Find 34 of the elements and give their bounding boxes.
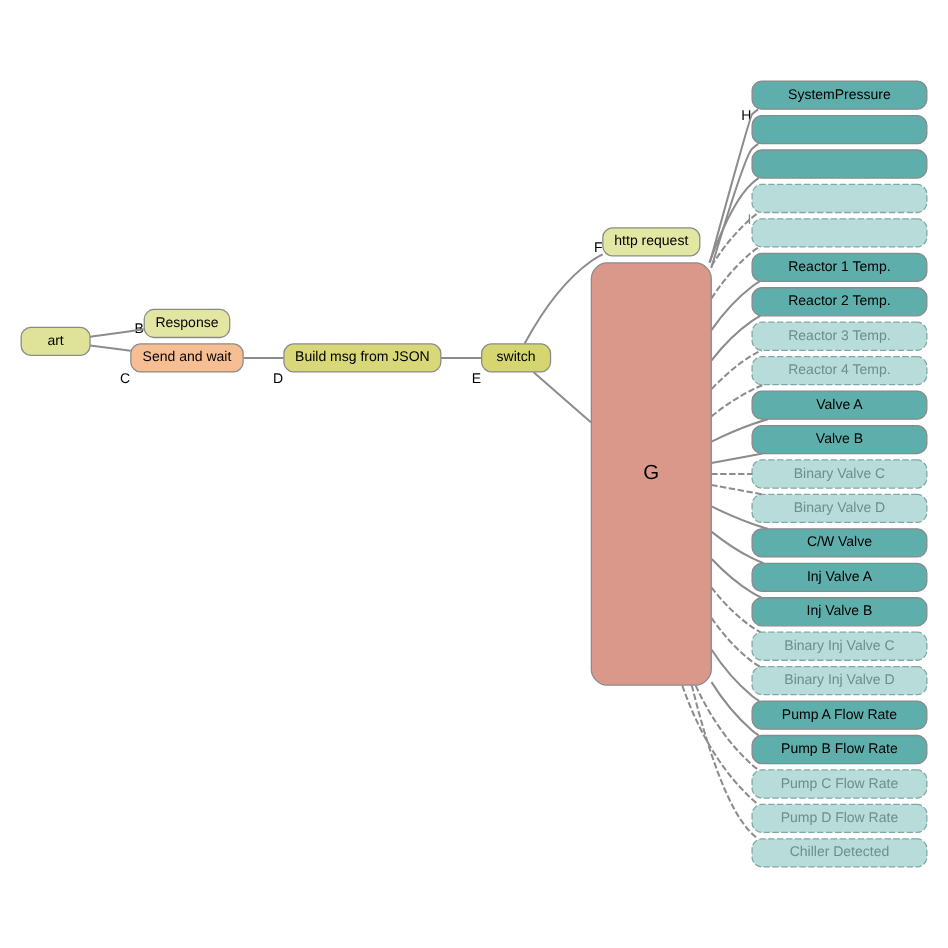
connector (711, 452, 763, 465)
connector (710, 681, 760, 737)
connector (681, 685, 759, 805)
connector (441, 356, 482, 359)
connector (710, 617, 761, 668)
connector (711, 418, 769, 443)
connector (710, 246, 760, 299)
connector (243, 356, 284, 359)
node-box (751, 218, 928, 248)
connector (711, 349, 762, 390)
connector (710, 649, 760, 702)
connector (711, 558, 762, 599)
connector (89, 328, 144, 338)
connector (523, 253, 604, 345)
connector (711, 505, 769, 530)
connector (708, 177, 760, 264)
connector (711, 483, 763, 496)
connector (710, 211, 760, 267)
node-box (751, 149, 928, 179)
connector (710, 280, 761, 331)
connector (711, 473, 753, 475)
connector (690, 684, 759, 840)
connector (710, 383, 765, 418)
connector (532, 371, 592, 423)
connector (89, 344, 131, 352)
node-box (751, 114, 928, 145)
node-box (751, 183, 928, 214)
connector (694, 684, 760, 771)
connector (708, 108, 759, 263)
node-box: G (590, 262, 712, 686)
connector (710, 315, 761, 362)
connector (710, 586, 761, 633)
connector (710, 530, 765, 565)
connector (710, 143, 759, 269)
